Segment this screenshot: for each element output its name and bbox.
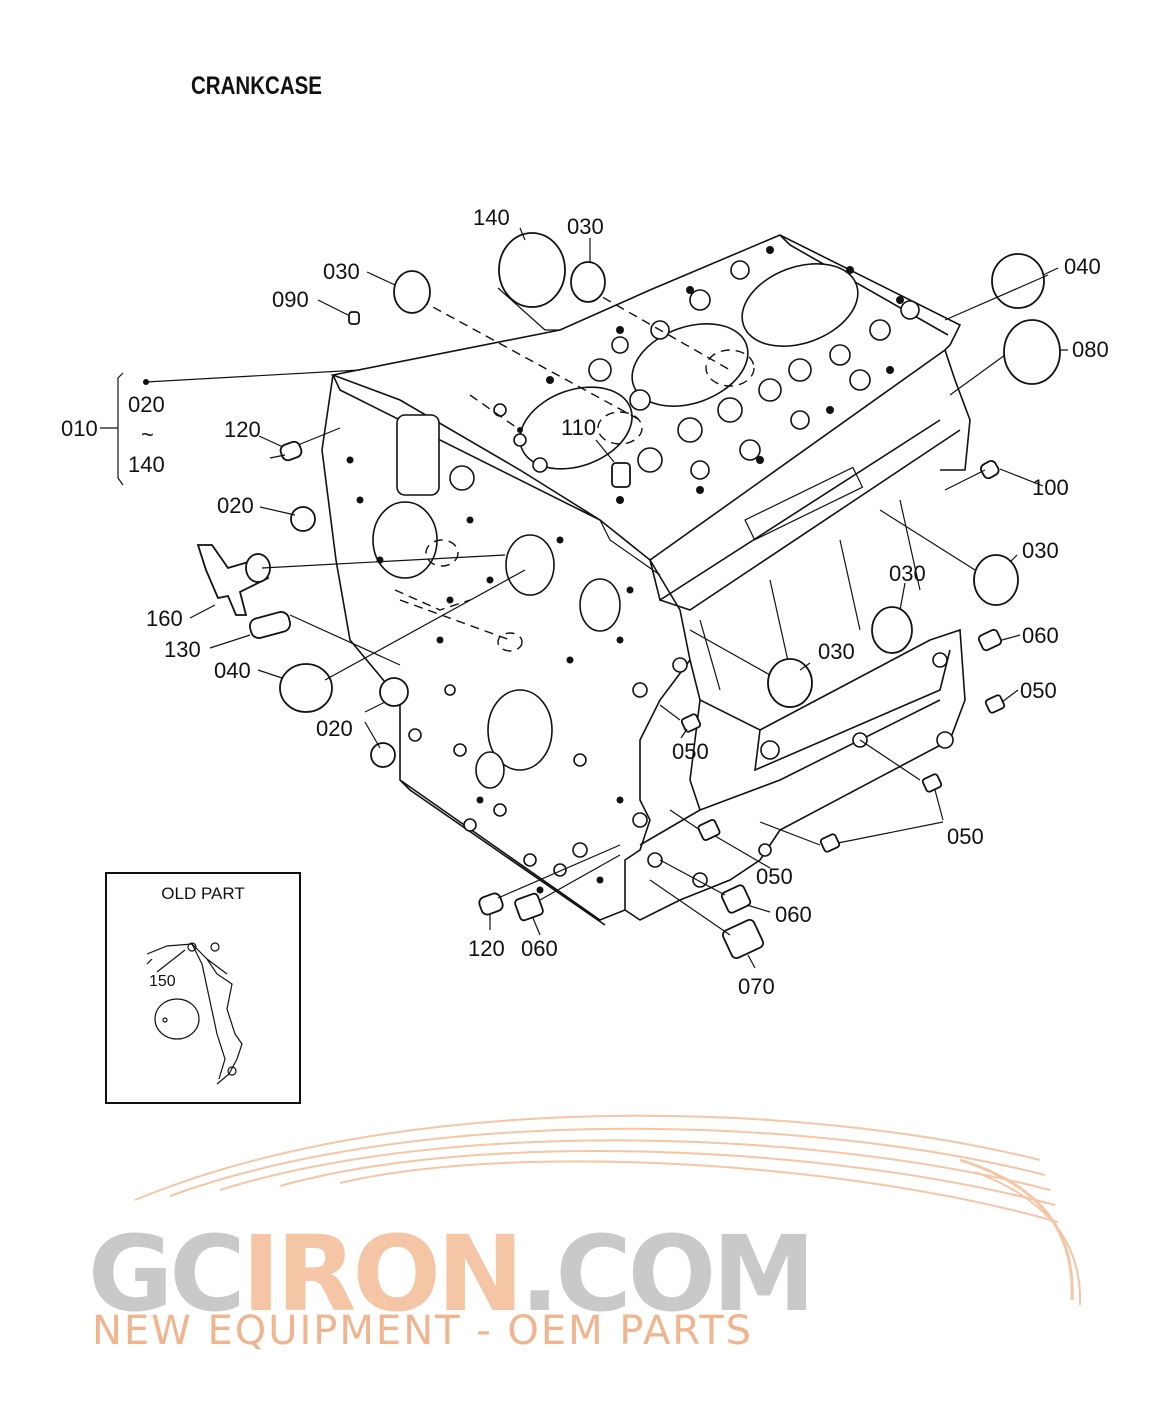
callout-050-r1: 050	[1020, 678, 1057, 703]
callout-030-r3: 030	[818, 639, 855, 664]
crankcase-block	[321, 234, 971, 926]
callout-030-top: 030	[567, 214, 604, 239]
callout-060-low: 060	[775, 902, 812, 927]
callout-030-left: 030	[323, 259, 360, 284]
callout-080: 080	[1072, 337, 1109, 362]
callout-050-r2: 050	[947, 824, 984, 849]
watermark-brand-gc: GC	[88, 1213, 246, 1335]
callout-130: 130	[164, 637, 201, 662]
callout-020-group: 020	[128, 392, 165, 417]
old-part-label: 150	[149, 973, 176, 990]
callout-160: 160	[146, 606, 183, 631]
callout-labels: 140 030 030 090 040 080 010 020 ~ 140 12…	[61, 205, 1109, 999]
watermark-tagline: NEW EQUIPMENT - OEM PARTS	[92, 1308, 754, 1354]
hidden-lines	[394, 289, 755, 652]
callout-050-low: 050	[756, 864, 793, 889]
callout-050-mid: 050	[672, 739, 709, 764]
callout-060-bottom: 060	[521, 936, 558, 961]
watermark-swoosh	[134, 1114, 1082, 1306]
callout-140-group: 140	[128, 452, 165, 477]
watermark-brand-iron: IRON	[241, 1213, 524, 1335]
leader-lines	[100, 227, 1068, 969]
old-part-inset: OLD PART 150	[105, 872, 301, 1104]
callout-120-left: 120	[224, 417, 261, 442]
callout-040-left: 040	[214, 658, 251, 683]
callout-030-r1: 030	[1022, 538, 1059, 563]
callout-040-right: 040	[1064, 254, 1101, 279]
deck-holes	[493, 246, 920, 504]
callout-110: 110	[561, 415, 596, 440]
front-face-holes	[346, 414, 648, 894]
callout-090: 090	[272, 287, 309, 312]
callout-020-mid: 020	[217, 493, 254, 518]
page-title: CRANKCASE	[191, 72, 322, 100]
watermark-brand: GCIRON.COM	[88, 1213, 816, 1335]
watermark-brand-com: .COM	[519, 1213, 816, 1335]
callout-070: 070	[738, 974, 775, 999]
callout-010: 010	[61, 416, 98, 441]
old-part-drawing: 150	[146, 942, 243, 1085]
callout-060-r1: 060	[1022, 623, 1059, 648]
callout-140-top: 140	[473, 205, 510, 230]
callout-020-low: 020	[316, 716, 353, 741]
callout-100: 100	[1032, 475, 1069, 500]
old-part-title: OLD PART	[161, 884, 245, 903]
callout-120-bottom: 120	[468, 936, 505, 961]
cylinder-bores	[519, 263, 859, 470]
loose-parts	[196, 232, 1061, 960]
side-holes	[632, 652, 954, 888]
callout-030-r2: 030	[889, 561, 926, 586]
callout-tilde: ~	[141, 422, 154, 447]
